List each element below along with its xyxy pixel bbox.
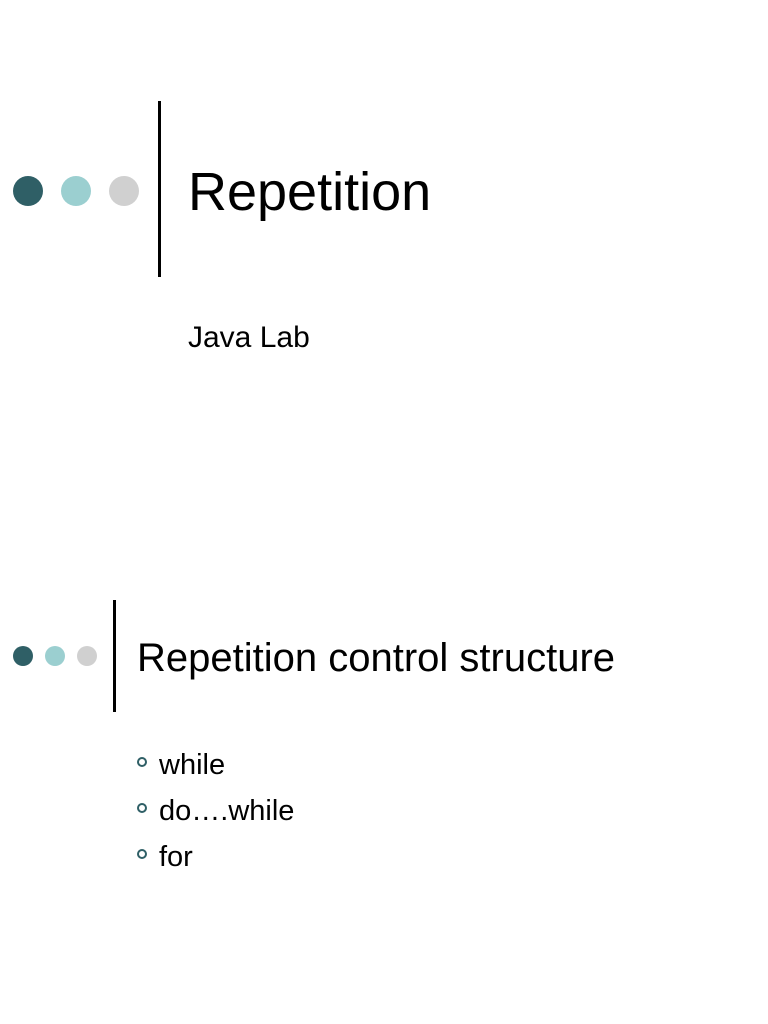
title-divider-line	[113, 600, 116, 712]
circle-bullet-icon	[137, 757, 147, 767]
decorative-dot-dark	[13, 646, 33, 666]
list-item: for	[137, 834, 294, 880]
circle-bullet-icon	[137, 849, 147, 859]
bullet-text: for	[159, 841, 193, 873]
circle-bullet-icon	[137, 803, 147, 813]
bullet-text: while	[159, 749, 226, 781]
decorative-dot-teal	[45, 646, 65, 666]
decorative-dot-gray	[77, 646, 97, 666]
slide-heading: Repetition control structure	[137, 636, 616, 680]
slide-content: Repetition control structure while do….w…	[0, 512, 768, 1024]
slide-title-heading: Repetition	[188, 162, 432, 222]
title-divider-line	[158, 101, 161, 277]
decorative-dot-teal	[61, 176, 91, 206]
decorative-dot-dark	[13, 176, 43, 206]
bullet-list: while do….while for	[137, 742, 294, 880]
slide-title: Repetition Java Lab	[13, 101, 432, 354]
slide-subtitle: Java Lab	[188, 321, 310, 354]
decorative-dot-gray	[109, 176, 139, 206]
list-item: do….while	[137, 788, 294, 834]
bullet-text: do….while	[159, 795, 295, 827]
list-item: while	[137, 742, 294, 788]
